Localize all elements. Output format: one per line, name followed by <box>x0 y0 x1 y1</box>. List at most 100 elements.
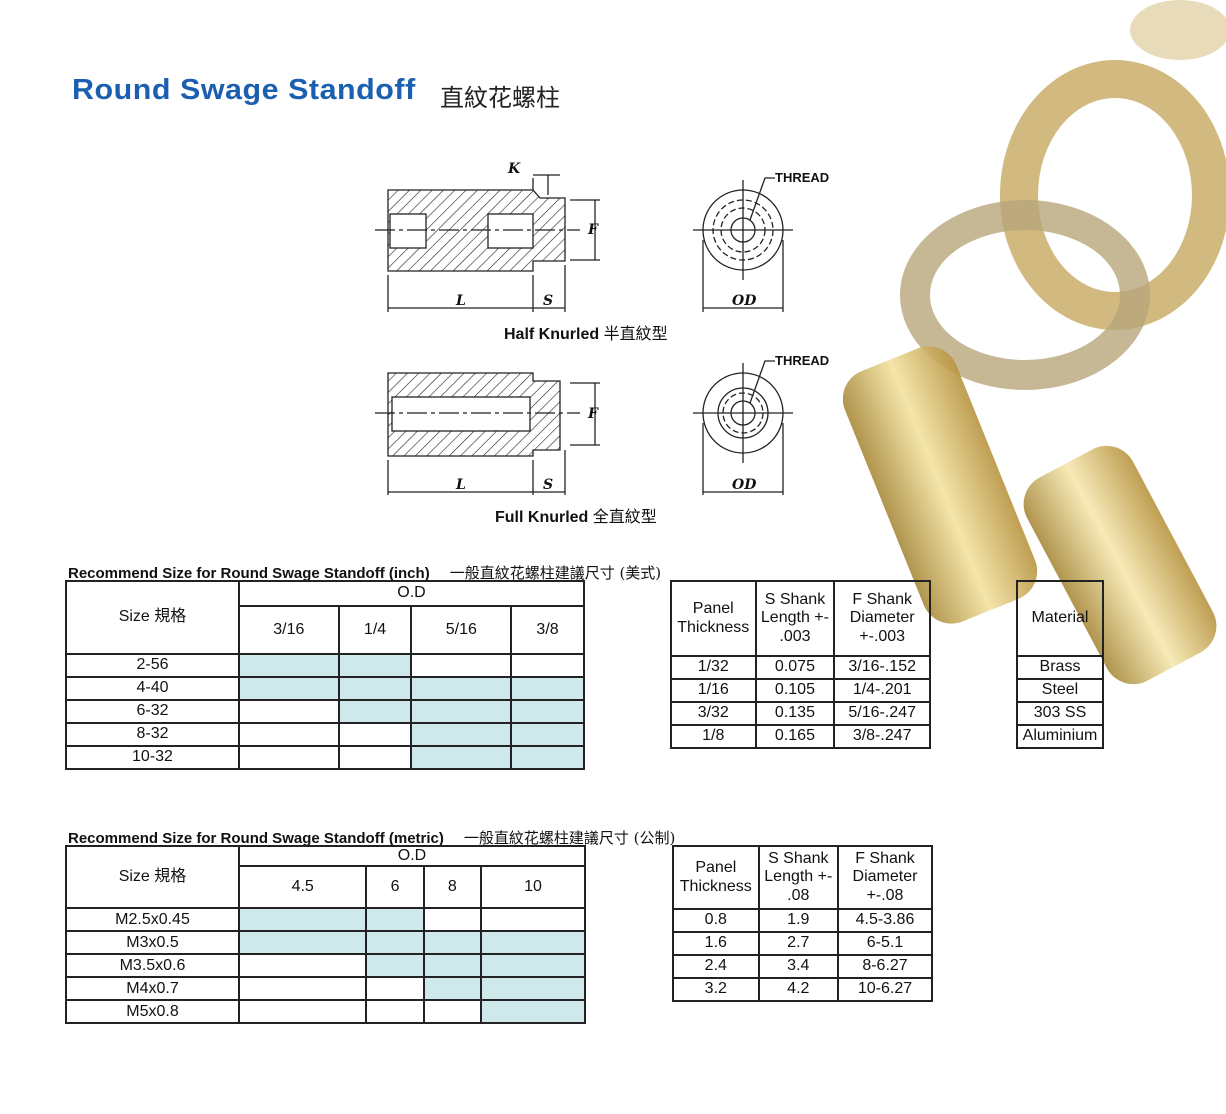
fit-cell-recommended <box>479 953 587 979</box>
size-cell: 4-40 <box>65 676 240 701</box>
page-title: Round Swage Standoff <box>72 74 416 106</box>
material-cell: 303 SS <box>1016 701 1104 726</box>
label-thread: THREAD <box>775 353 829 368</box>
fit-cell-empty <box>237 999 368 1025</box>
fit-cell-recommended <box>365 930 425 956</box>
table-row: M2.5x0.45 <box>65 907 587 933</box>
material-cell: Aluminium <box>1016 724 1104 749</box>
spec-cell: 3.2 <box>672 977 760 1002</box>
od-column-header: 10 <box>479 865 587 910</box>
fit-cell-recommended <box>410 745 513 770</box>
label-l: L <box>455 477 466 493</box>
fit-cell-recommended <box>337 653 413 678</box>
label-l: L <box>455 293 466 309</box>
table-row: M5x0.8 <box>65 999 587 1025</box>
spec-cell: 1/4-.201 <box>833 678 931 703</box>
size-header: Size 規格 <box>65 580 240 655</box>
table-row: M3.5x0.6 <box>65 953 587 979</box>
od-column-header: 5/16 <box>410 605 513 655</box>
fit-cell-recommended <box>410 699 513 724</box>
fit-cell-empty <box>410 653 513 678</box>
half-knurled-end-view <box>693 177 793 312</box>
fit-cell-empty <box>365 999 425 1025</box>
od-column-header: 3/8 <box>510 605 585 655</box>
size-cell: 10-32 <box>65 745 240 770</box>
spec-cell: 1.9 <box>757 908 840 933</box>
fit-cell-empty <box>237 976 368 1002</box>
material-cell: Brass <box>1016 655 1104 680</box>
fit-cell-empty <box>422 999 482 1025</box>
fit-cell-recommended <box>238 653 340 678</box>
fit-cell-empty <box>238 699 340 724</box>
label-s: S <box>543 477 553 493</box>
fit-cell-empty <box>479 907 587 933</box>
fit-cell-empty <box>337 722 413 747</box>
spec-cell: 0.075 <box>754 655 836 680</box>
full-knurled-caption: Full Knurled 全直紋型 <box>495 503 657 527</box>
fit-cell-recommended <box>510 745 585 770</box>
size-cell: M3.5x0.6 <box>65 953 240 979</box>
fit-cell-empty <box>238 745 340 770</box>
label-od: OD <box>732 293 757 309</box>
caption-cn: 半直紋型 <box>603 324 668 343</box>
size-cell: M3x0.5 <box>65 930 240 956</box>
spec-cell: 3/16-.152 <box>833 655 931 680</box>
spec-cell: 4.2 <box>757 977 840 1002</box>
spec-cell: 0.105 <box>754 678 836 703</box>
table-row: M4x0.7 <box>65 976 587 1002</box>
fit-cell-empty <box>237 953 368 979</box>
heading-en: Recommend Size for Round Swage Standoff … <box>68 565 430 582</box>
fit-cell-recommended <box>365 907 425 933</box>
table-row: 303 SS <box>1016 701 1104 726</box>
spec-cell: 0.135 <box>754 701 836 726</box>
spec-cell: 8-6.27 <box>837 954 933 979</box>
label-f: F <box>587 222 599 238</box>
page-title-cn: 直紋花螺柱 <box>440 84 560 112</box>
od-header: O.D <box>238 844 586 868</box>
fit-cell-recommended <box>479 976 587 1002</box>
fit-cell-recommended <box>479 999 587 1025</box>
fit-cell-empty <box>238 722 340 747</box>
label-k: K <box>507 161 521 177</box>
size-cell: M2.5x0.45 <box>65 907 240 933</box>
spec-header: F Shank Diameter +-.003 <box>833 580 931 657</box>
fit-cell-empty <box>422 907 482 933</box>
fit-cell-recommended <box>422 930 482 956</box>
fit-cell-recommended <box>237 930 368 956</box>
table-row: 2-56 <box>65 653 585 678</box>
fit-cell-recommended <box>365 953 425 979</box>
technical-drawings: K F L S OD F L S OD THREAD THREAD <box>375 161 829 495</box>
caption-cn: 全直紋型 <box>592 507 657 526</box>
size-cell: M4x0.7 <box>65 976 240 1002</box>
spec-cell: 0.8 <box>672 908 760 933</box>
label-thread: THREAD <box>775 170 829 185</box>
od-column-header: 6 <box>365 865 425 910</box>
table-row: 10-32 <box>65 745 585 770</box>
od-column-header: 8 <box>422 865 482 910</box>
material-header: Material <box>1016 580 1104 657</box>
table-row: 6-32 <box>65 699 585 724</box>
fit-cell-recommended <box>422 953 482 979</box>
half-knurled-side-view <box>375 174 600 312</box>
fit-cell-recommended <box>479 930 587 956</box>
spec-header: Panel Thickness <box>672 845 760 910</box>
spec-header: F Shank Diameter +-.08 <box>837 845 933 910</box>
size-cell: M5x0.8 <box>65 999 240 1025</box>
